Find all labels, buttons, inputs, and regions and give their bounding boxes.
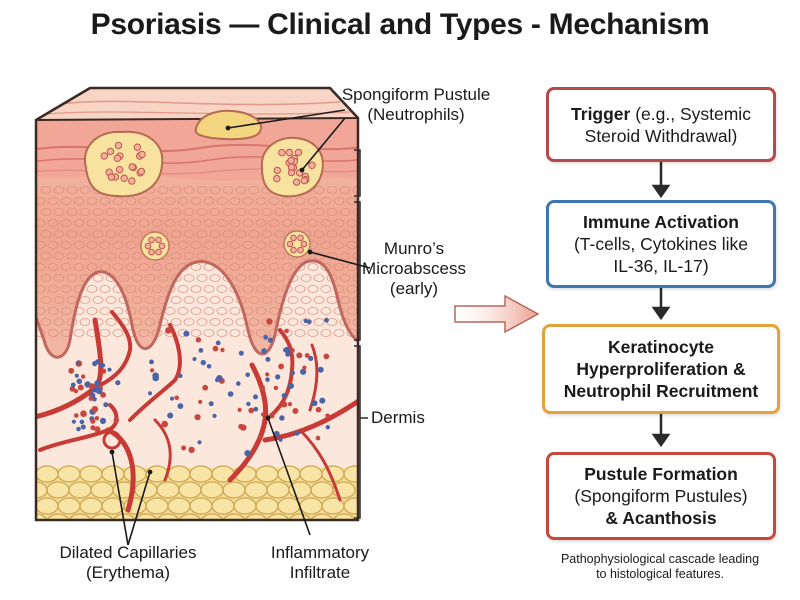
dermis-label: Dermis (371, 408, 425, 427)
spongiform-pustule-label: Spongiform Pustule (Neutrophils) (341, 85, 491, 124)
process-arrow (454, 294, 540, 334)
leader-lines (111, 109, 371, 546)
spongiform-pustules (83, 109, 324, 198)
page-title: Psoriasis — Clinical and Types - Mechani… (90, 8, 710, 41)
basement-membrane (36, 259, 358, 359)
inflammatory-infiltrate-label: Inflammatory Infiltrate (270, 543, 370, 582)
flow-box-trigger: Trigger (e.g., Systemic Steroid Withdraw… (546, 87, 776, 162)
layer-brackets (354, 149, 368, 519)
flow-caption: Pathophysiological cascade leading to hi… (560, 552, 760, 581)
flow-box-keratinocyte: Keratinocyte Hyperproliferation & Neutro… (542, 324, 780, 414)
flow-box-immune-activation: Immune Activation (T-cells, Cytokines li… (546, 200, 776, 288)
dilated-capillaries-label: Dilated Capillaries (Erythema) (59, 543, 197, 582)
munro-microabscess (140, 230, 311, 261)
tissue-block (36, 88, 358, 520)
inflammatory-cells (68, 317, 330, 457)
flow-arrows (651, 162, 671, 448)
fat-layer (36, 465, 358, 520)
munro-microabscess-label: Munro’s Microabscess (early) (362, 239, 466, 298)
tissue-block-outline (34, 86, 360, 522)
flow-box-pustule-formation: Pustule Formation (Spongiform Pustules) … (546, 452, 776, 540)
